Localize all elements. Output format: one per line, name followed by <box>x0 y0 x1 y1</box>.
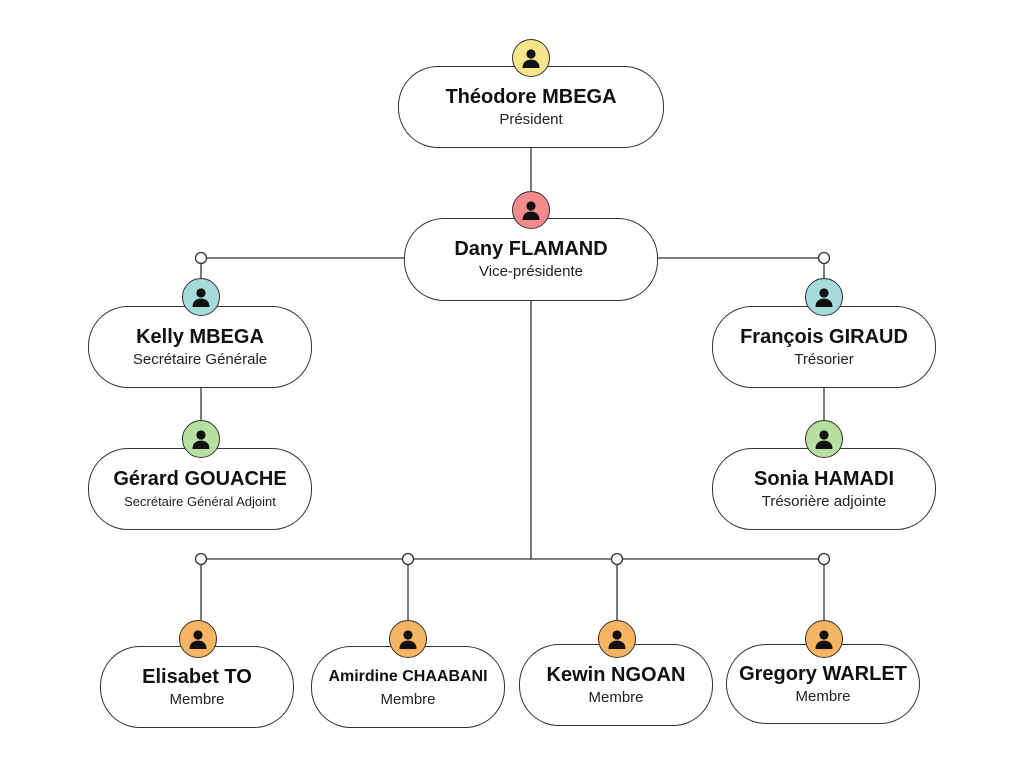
person-role: Membre <box>588 688 644 706</box>
connector-dot <box>817 251 831 265</box>
person-icon <box>805 278 843 316</box>
person-icon <box>512 39 550 77</box>
person-name: Sonia HAMADI <box>754 467 894 490</box>
person-role: Président <box>499 110 563 128</box>
person-name: Théodore MBEGA <box>445 85 617 108</box>
node-member: Amirdine CHAABANI Membre <box>311 646 505 728</box>
person-name: Elisabet TO <box>142 665 252 688</box>
node-deputy-secretary: Gérard GOUACHE Secrétaire Général Adjoin… <box>88 448 312 530</box>
person-name: Gérard GOUACHE <box>113 467 287 490</box>
person-role: Secrétaire Général Adjoint <box>124 493 276 509</box>
connector-dot <box>194 552 208 566</box>
person-icon <box>805 620 843 658</box>
person-icon <box>512 191 550 229</box>
person-name: François GIRAUD <box>740 325 908 348</box>
person-icon <box>182 420 220 458</box>
node-secretary: Kelly MBEGA Secrétaire Générale <box>88 306 312 388</box>
person-icon <box>598 620 636 658</box>
node-deputy-treasurer: Sonia HAMADI Trésorière adjointe <box>712 448 936 530</box>
person-role: Membre <box>795 687 851 705</box>
person-icon <box>805 420 843 458</box>
person-icon <box>179 620 217 658</box>
person-name: Dany FLAMAND <box>454 238 608 260</box>
person-icon <box>389 620 427 658</box>
connector-dot <box>817 552 831 566</box>
person-role: Trésorier <box>794 350 854 368</box>
person-icon <box>182 278 220 316</box>
connector-dot <box>401 552 415 566</box>
person-role: Membre <box>380 690 436 708</box>
connector-dot <box>194 251 208 265</box>
person-role: Trésorière adjointe <box>761 492 887 510</box>
person-role: Vice-présidente <box>479 263 583 280</box>
person-name: Amirdine CHAABANI <box>328 667 488 685</box>
node-treasurer: François GIRAUD Trésorier <box>712 306 936 388</box>
node-president: Théodore MBEGA Président <box>398 66 664 148</box>
person-role: Secrétaire Générale <box>132 350 268 368</box>
node-member: Elisabet TO Membre <box>100 646 294 728</box>
node-vice-president: Dany FLAMAND Vice-présidente <box>404 218 658 301</box>
connector-dot <box>610 552 624 566</box>
person-role: Membre <box>169 690 225 708</box>
person-name: Kelly MBEGA <box>136 325 264 348</box>
person-name: Kewin NGOAN <box>546 663 686 686</box>
person-name: Gregory WARLET <box>739 662 907 685</box>
